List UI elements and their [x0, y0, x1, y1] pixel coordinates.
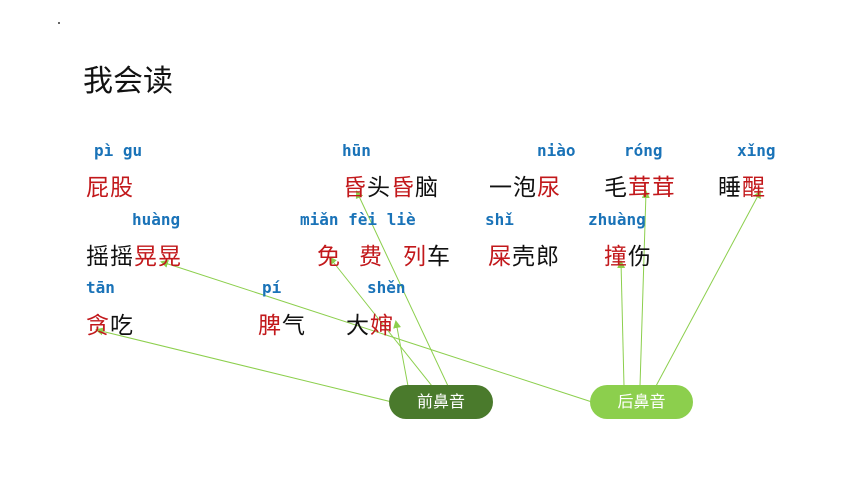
word-hun-tou-hun-nao: 昏头昏脑	[343, 168, 439, 202]
char-zhuang: 撞	[604, 244, 628, 270]
line-front-shen	[393, 320, 409, 387]
pinyin-huang: huàng	[132, 210, 181, 229]
word-yao-yao-huang-huang: 摇摇晃晃	[86, 237, 182, 271]
line-back-zhuang	[617, 260, 626, 387]
word-mian: 免	[317, 244, 341, 270]
pinyin-mian-fei-lie: miǎn fèi liè	[300, 210, 416, 229]
char-yipao: 一泡	[489, 175, 537, 201]
slide-title: 我会读	[83, 64, 173, 99]
char-da: 大	[346, 313, 370, 339]
word-zhuang-shang: 撞伤	[604, 237, 652, 271]
word-lie-che: 列车	[403, 237, 451, 271]
word-pigu: 屁股	[86, 168, 134, 202]
char-qi: 气	[282, 313, 306, 339]
word-pi-qi: 脾气	[258, 306, 306, 340]
char-niao: 尿	[537, 175, 561, 201]
word-shui-xing: 睡醒	[718, 168, 766, 202]
line-front-tan	[95, 327, 393, 403]
pinyin-zhuang: zhuàng	[588, 210, 646, 229]
char-mao: 毛	[604, 175, 628, 201]
char-shen: 婶	[370, 313, 394, 339]
char-pi: 脾	[258, 313, 282, 339]
char-lie: 列	[403, 244, 427, 270]
char-shi: 屎	[488, 244, 512, 270]
word-yi-pao-niao: 一泡尿	[489, 168, 561, 202]
char-shui: 睡	[718, 175, 742, 201]
line-back-xing	[655, 190, 761, 387]
pinyin-tan: tān	[86, 278, 115, 297]
pinyin-pi: pí	[262, 278, 282, 297]
line-back-huang	[160, 260, 593, 403]
word-mao-rong-rong: 毛茸茸	[604, 168, 676, 202]
char-chi: 吃	[110, 313, 134, 339]
pinyin-rong: róng	[624, 141, 663, 160]
char-tou: 头	[367, 175, 391, 201]
char-xing: 醒	[742, 175, 766, 201]
pinyin-xing: xǐng	[737, 141, 776, 160]
front-nasal-button[interactable]: 前鼻音	[389, 385, 493, 419]
pinyin-shen: shěn	[367, 278, 406, 297]
char-rongrong: 茸茸	[628, 175, 676, 201]
dot-mark	[58, 22, 60, 24]
word-shi-ke-lang: 屎壳郎	[488, 237, 560, 271]
char-tan: 贪	[86, 313, 110, 339]
line-front-hun	[355, 190, 449, 387]
word-fei: 费	[359, 244, 383, 270]
pinyin-hun: hūn	[342, 141, 371, 160]
word-da-shen: 大婶	[346, 306, 394, 340]
char-nao: 脑	[415, 175, 439, 201]
line-back-rong	[639, 190, 650, 387]
pinyin-shi: shǐ	[485, 210, 514, 229]
pinyin-pigu: pì gu	[94, 141, 143, 160]
char-huanghuang: 晃晃	[134, 244, 182, 270]
line-front-mian	[328, 256, 433, 387]
char-che: 车	[427, 244, 451, 270]
char-yaoyao: 摇摇	[86, 244, 134, 270]
word-tan-chi: 贪吃	[86, 306, 134, 340]
char-hun: 昏	[343, 175, 367, 201]
char-kelang: 壳郎	[512, 244, 560, 270]
char-group: 屁股	[86, 175, 134, 201]
pinyin-niao: niào	[537, 141, 576, 160]
char-hun-2: 昏	[391, 175, 415, 201]
back-nasal-button[interactable]: 后鼻音	[590, 385, 693, 419]
char-shang: 伤	[628, 244, 652, 270]
